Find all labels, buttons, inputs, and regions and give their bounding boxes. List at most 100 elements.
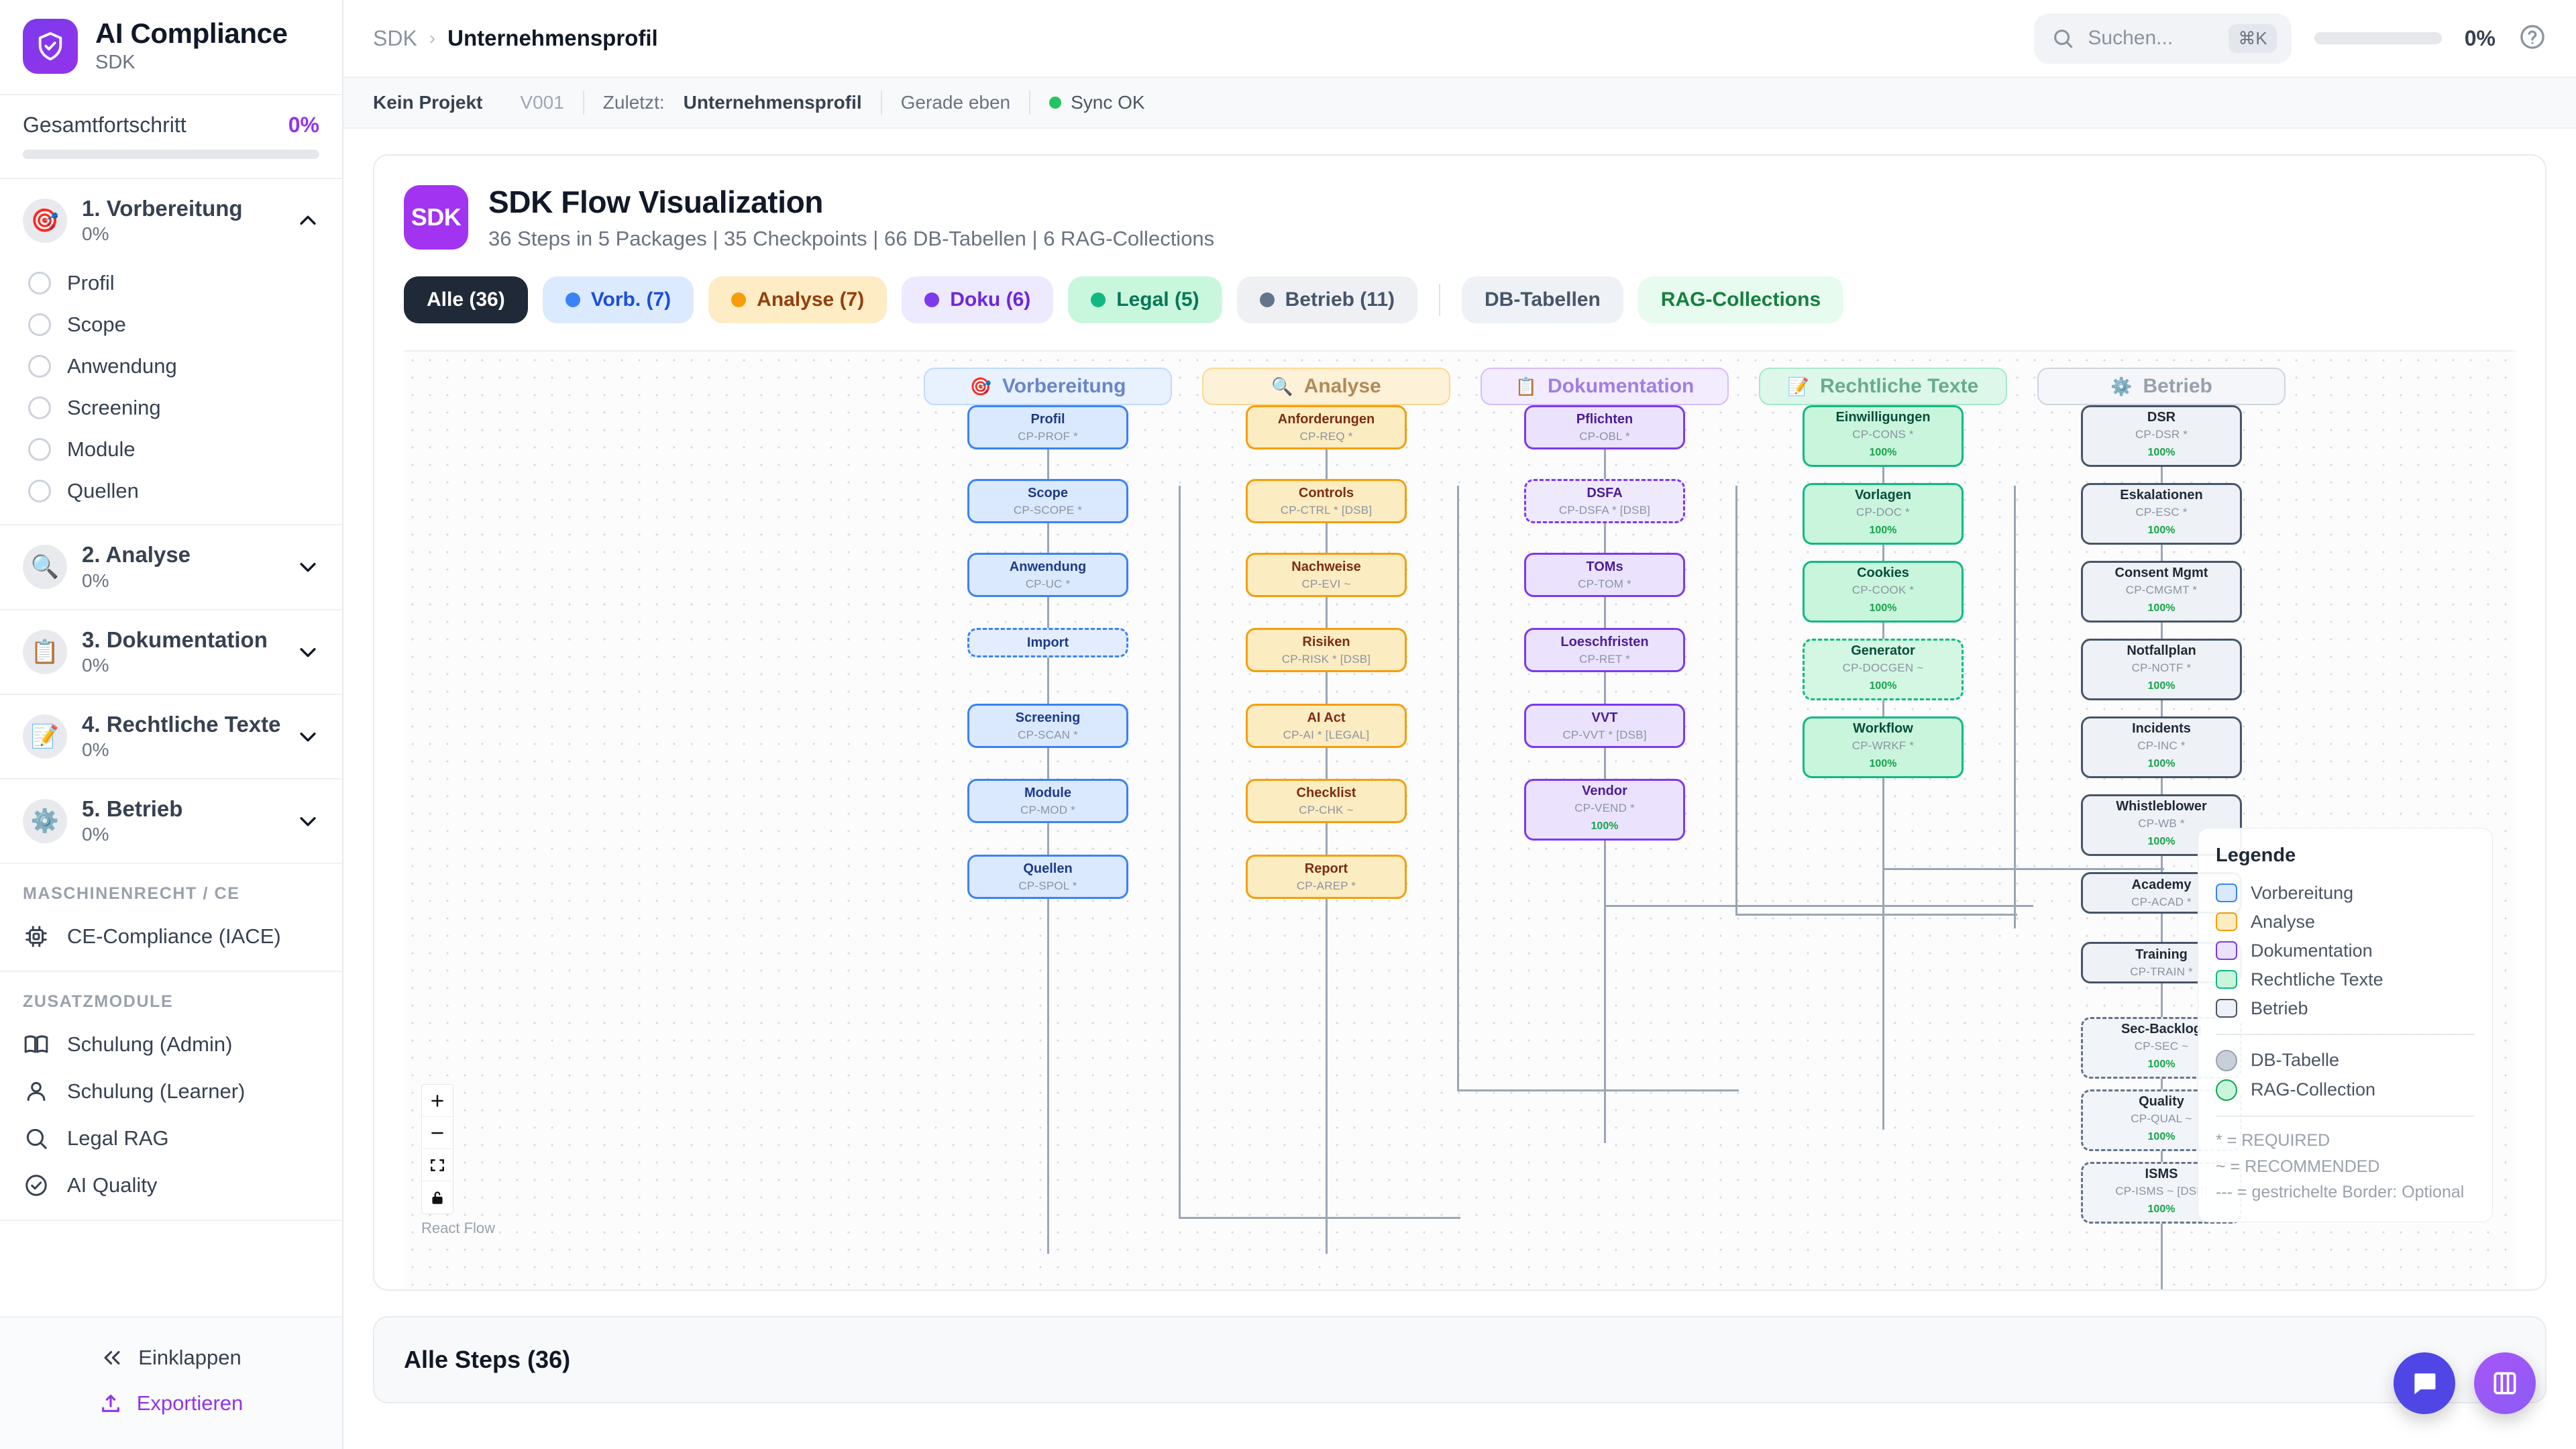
flow-node-quellen[interactable]: Quellen CP-SPOL * <box>967 855 1128 899</box>
filter-chip-vorbereitung[interactable]: Vorb. (7) <box>542 276 694 323</box>
phase-header-dokumentation[interactable]: 📋 3. Dokumentation 0% <box>0 610 342 694</box>
node-progress-value: 100% <box>2147 1203 2176 1215</box>
sidebar-item-schulung-learner[interactable]: Schulung (Learner) <box>0 1068 342 1115</box>
flow-node-report[interactable]: Report CP-AREP * <box>1246 855 1407 899</box>
flow-node-anforderungen[interactable]: Anforderungen CP-REQ * <box>1246 405 1407 449</box>
sidebar-item-ai-quality[interactable]: AI Quality <box>0 1162 342 1209</box>
flow-node-checklist[interactable]: Checklist CP-CHK ~ <box>1246 779 1407 823</box>
status-radio[interactable] <box>28 355 51 378</box>
flow-node-notfallplan[interactable]: Notfallplan CP-NOTF * 100% <box>2081 639 2242 700</box>
flow-node-vendor[interactable]: Vendor CP-VEND * 100% <box>1524 779 1685 841</box>
chat-fab[interactable] <box>2394 1352 2455 1414</box>
node-code: CP-SEC ~ <box>2134 1040 2189 1053</box>
chevron-down-icon[interactable] <box>297 725 319 748</box>
chevron-down-icon[interactable] <box>297 641 319 663</box>
filter-chip-betrieb[interactable]: Betrieb (11) <box>1236 276 1417 323</box>
node-code: CP-DOCGEN ~ <box>1842 661 1924 674</box>
help-circle-icon[interactable] <box>2518 23 2546 54</box>
phase-header-betrieb[interactable]: ⚙️ 5. Betrieb 0% <box>0 780 342 863</box>
phase-header-rechtliche-texte[interactable]: 📝 4. Rechtliche Texte 0% <box>0 695 342 778</box>
sidebar-item-schulung-admin[interactable]: Schulung (Admin) <box>0 1021 342 1068</box>
zoom-out-icon[interactable] <box>422 1117 453 1149</box>
export-button[interactable]: Exportieren <box>0 1381 342 1426</box>
flow-node-consent-mgmt[interactable]: Consent Mgmt CP-CMGMT * 100% <box>2081 561 2242 623</box>
filter-chip-alle[interactable]: Alle (36) <box>404 276 528 323</box>
sidebar-item-profil[interactable]: Profil <box>0 262 342 304</box>
legend-swatch-dokumentation <box>2216 941 2237 961</box>
filter-chip-analyse[interactable]: Analyse (7) <box>708 276 888 323</box>
chevron-up-icon[interactable] <box>297 209 319 232</box>
group-header-analyse[interactable]: 🔍 Analyse <box>1202 368 1450 405</box>
flow-node-toms[interactable]: TOMs CP-TOM * <box>1524 553 1685 597</box>
edge-cross <box>1457 486 1459 1089</box>
flow-node-scope[interactable]: Scope CP-SCOPE * <box>967 479 1128 523</box>
flow-node-workflow[interactable]: Workflow CP-WRKF * 100% <box>1803 716 1964 778</box>
phase-header-vorbereitung[interactable]: 🎯 1. Vorbereitung 0% <box>0 179 342 262</box>
status-radio[interactable] <box>28 438 51 462</box>
flow-node-import[interactable]: Import <box>967 628 1128 657</box>
breadcrumb-root[interactable]: SDK <box>373 25 417 50</box>
sidebar-scroll[interactable]: 🎯 1. Vorbereitung 0% Profil <box>0 179 342 1316</box>
flow-node-controls[interactable]: Controls CP-CTRL * [DSB] <box>1246 479 1407 523</box>
group-header-vorbereitung[interactable]: 🎯 Vorbereitung <box>924 368 1172 405</box>
flow-node-module[interactable]: Module CP-MOD * <box>967 779 1128 823</box>
flow-node-dsr[interactable]: DSR CP-DSR * 100% <box>2081 405 2242 467</box>
node-title: Module <box>1024 785 1071 800</box>
group-header-betrieb[interactable]: ⚙️ Betrieb <box>2037 368 2286 405</box>
chevron-down-icon[interactable] <box>297 810 319 833</box>
sidebar-item-label: AI Quality <box>67 1173 158 1197</box>
legend-label: Analyse <box>2251 911 2316 932</box>
flow-node-eskalationen[interactable]: Eskalationen CP-ESC * 100% <box>2081 483 2242 545</box>
group-header-rechtliche-texte[interactable]: 📝 Rechtliche Texte <box>1759 368 2007 405</box>
flow-node-cookies[interactable]: Cookies CP-COOK * 100% <box>1803 561 1964 623</box>
node-title: Notfallplan <box>2127 643 2196 658</box>
sidebar-item-anwendung[interactable]: Anwendung <box>0 345 342 387</box>
flow-node-pflichten[interactable]: Pflichten CP-OBL * <box>1524 405 1685 449</box>
flow-node-whistleblower[interactable]: Whistleblower CP-WB * 100% <box>2081 794 2242 856</box>
flow-node-incidents[interactable]: Incidents CP-INC * 100% <box>2081 716 2242 778</box>
sidebar-item-legal-rag[interactable]: Legal RAG <box>0 1115 342 1162</box>
sidebar-item-scope[interactable]: Scope <box>0 304 342 345</box>
legend-note-optional: --- = gestrichelte Border: Optional <box>2216 1183 2465 1202</box>
flow-node-nachweise[interactable]: Nachweise CP-EVI ~ <box>1246 553 1407 597</box>
brand-header[interactable]: AI Compliance SDK <box>0 0 342 95</box>
filter-chip-db-tabellen[interactable]: DB-Tabellen <box>1462 276 1623 323</box>
filter-chip-doku[interactable]: Doku (6) <box>902 276 1054 323</box>
node-title: Import <box>1026 635 1069 650</box>
lock-icon[interactable] <box>422 1181 453 1214</box>
flow-node-loeschfristen[interactable]: Loeschfristen CP-RET * <box>1524 628 1685 672</box>
status-radio[interactable] <box>28 480 51 503</box>
flow-node-einwilligungen[interactable]: Einwilligungen CP-CONS * 100% <box>1803 405 1964 467</box>
flow-node-vvt[interactable]: VVT CP-VVT * [DSB] <box>1524 704 1685 748</box>
filter-chip-legal[interactable]: Legal (5) <box>1068 276 1222 323</box>
sidebar-item-quellen[interactable]: Quellen <box>0 470 342 512</box>
node-title: Checklist <box>1296 785 1356 800</box>
zoom-in-icon[interactable] <box>422 1085 453 1117</box>
chevron-down-icon[interactable] <box>297 555 319 578</box>
group-header-dokumentation[interactable]: 📋 Dokumentation <box>1481 368 1729 405</box>
sidebar-item-module[interactable]: Module <box>0 429 342 470</box>
flow-node-vorlagen[interactable]: Vorlagen CP-DOC * 100% <box>1803 483 1964 545</box>
flow-node-anwendung[interactable]: Anwendung CP-UC * <box>967 553 1128 597</box>
status-radio[interactable] <box>28 396 51 420</box>
flow-node-screening[interactable]: Screening CP-SCAN * <box>967 704 1128 748</box>
flow-node-risiken[interactable]: Risiken CP-RISK * [DSB] <box>1246 628 1407 672</box>
sidebar-item-ce-compliance[interactable]: CE-Compliance (IACE) <box>0 913 342 960</box>
fit-view-icon[interactable] <box>422 1149 453 1181</box>
status-radio[interactable] <box>28 313 51 337</box>
status-divider <box>582 91 584 115</box>
phase-header-analyse[interactable]: 🔍 2. Analyse 0% <box>0 525 342 608</box>
clipboard-icon: 📋 <box>1515 376 1538 396</box>
flow-canvas[interactable]: 🎯 Vorbereitung 🔍 Analyse 📋 Dokumentation… <box>404 350 2516 1289</box>
sidebar-phase-dokumentation: 📋 3. Dokumentation 0% <box>0 610 342 695</box>
flow-node-generator[interactable]: Generator CP-DOCGEN ~ 100% <box>1803 639 1964 700</box>
flow-node-ai-act[interactable]: AI Act CP-AI * [LEGAL] <box>1246 704 1407 748</box>
flow-node-dsfa[interactable]: DSFA CP-DSFA * [DSB] <box>1524 479 1685 523</box>
collapse-sidebar-button[interactable]: Einklappen <box>0 1335 342 1381</box>
status-radio[interactable] <box>28 272 51 295</box>
sidebar-item-screening[interactable]: Screening <box>0 387 342 429</box>
filter-chip-rag-collections[interactable]: RAG-Collections <box>1638 276 1844 323</box>
panel-fab[interactable] <box>2474 1352 2536 1414</box>
search-input[interactable]: Suchen... ⌘K <box>2034 13 2292 64</box>
flow-node-profil[interactable]: Profil CP-PROF * <box>967 405 1128 449</box>
